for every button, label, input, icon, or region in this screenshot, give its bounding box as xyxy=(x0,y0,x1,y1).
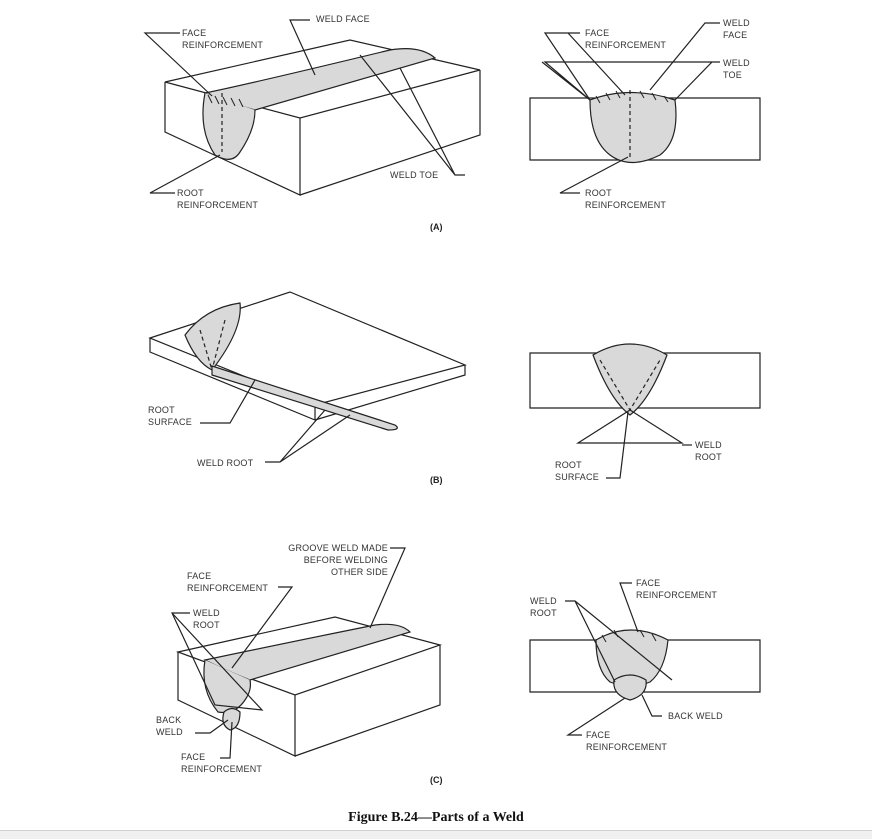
panel-a-left-leaders xyxy=(143,19,465,194)
label-a-right-weld-toe: WELD TOE xyxy=(723,58,750,80)
label-b-root-surface: ROOT SURFACE xyxy=(148,405,192,427)
label-b-right-root-surface: ROOT SURFACE xyxy=(555,460,599,482)
panel-c-cross-section xyxy=(529,629,761,701)
label-c-right-weld-root: WELD ROOT xyxy=(530,596,557,618)
panel-b-tag: (B) xyxy=(430,475,443,485)
panel-c-tag: (C) xyxy=(430,775,443,785)
panel-b-plate-3d xyxy=(148,291,467,431)
label-c-right-face-reinforcement-top: FACE REINFORCEMENT xyxy=(636,578,718,600)
label-a-root-reinforcement: ROOT REINFORCEMENT xyxy=(177,188,259,210)
page-bottom-edge xyxy=(0,830,872,839)
figure-caption: Figure B.24—Parts of a Weld xyxy=(348,810,524,825)
label-b-right-weld-root: WELD ROOT xyxy=(695,440,722,462)
panel-c-right-leaders xyxy=(565,582,673,736)
label-a-weld-face: WELD FACE xyxy=(316,14,370,24)
label-c-weld-root: WELD ROOT xyxy=(193,608,220,630)
label-a-right-weld-face: WELD FACE xyxy=(723,18,750,40)
panel-b-cross-section xyxy=(529,343,761,444)
label-c-groove-weld: GROOVE WELD MADE BEFORE WELDING OTHER SI… xyxy=(288,543,388,577)
panel-a-cross-section xyxy=(529,90,761,164)
label-a-weld-toe: WELD TOE xyxy=(390,170,439,180)
label-c-face-reinforcement-top: FACE REINFORCEMENT xyxy=(187,571,269,593)
label-a-right-face-reinforcement: FACE REINFORCEMENT xyxy=(585,28,667,50)
label-c-face-reinforcement-bottom: FACE REINFORCEMENT xyxy=(181,752,263,774)
panel-b-right-leaders xyxy=(606,411,692,479)
panel-c-left-leaders xyxy=(171,547,406,759)
label-c-back-weld: BACK WELD xyxy=(156,715,183,737)
label-c-right-back-weld: BACK WELD xyxy=(668,711,723,721)
panel-a-plate-3d xyxy=(164,39,481,196)
panel-a-tag: (A) xyxy=(430,222,443,232)
panel-a-right-leaders xyxy=(541,22,720,194)
label-c-right-face-reinforcement-bottom: FACE REINFORCEMENT xyxy=(586,730,668,752)
panel-c-plate-3d xyxy=(175,616,443,757)
panel-b-left-leaders xyxy=(200,379,351,463)
label-a-right-root-reinforcement: ROOT REINFORCEMENT xyxy=(585,188,667,210)
label-b-weld-root: WELD ROOT xyxy=(197,458,254,468)
label-a-face-reinforcement: FACE REINFORCEMENT xyxy=(182,28,264,50)
